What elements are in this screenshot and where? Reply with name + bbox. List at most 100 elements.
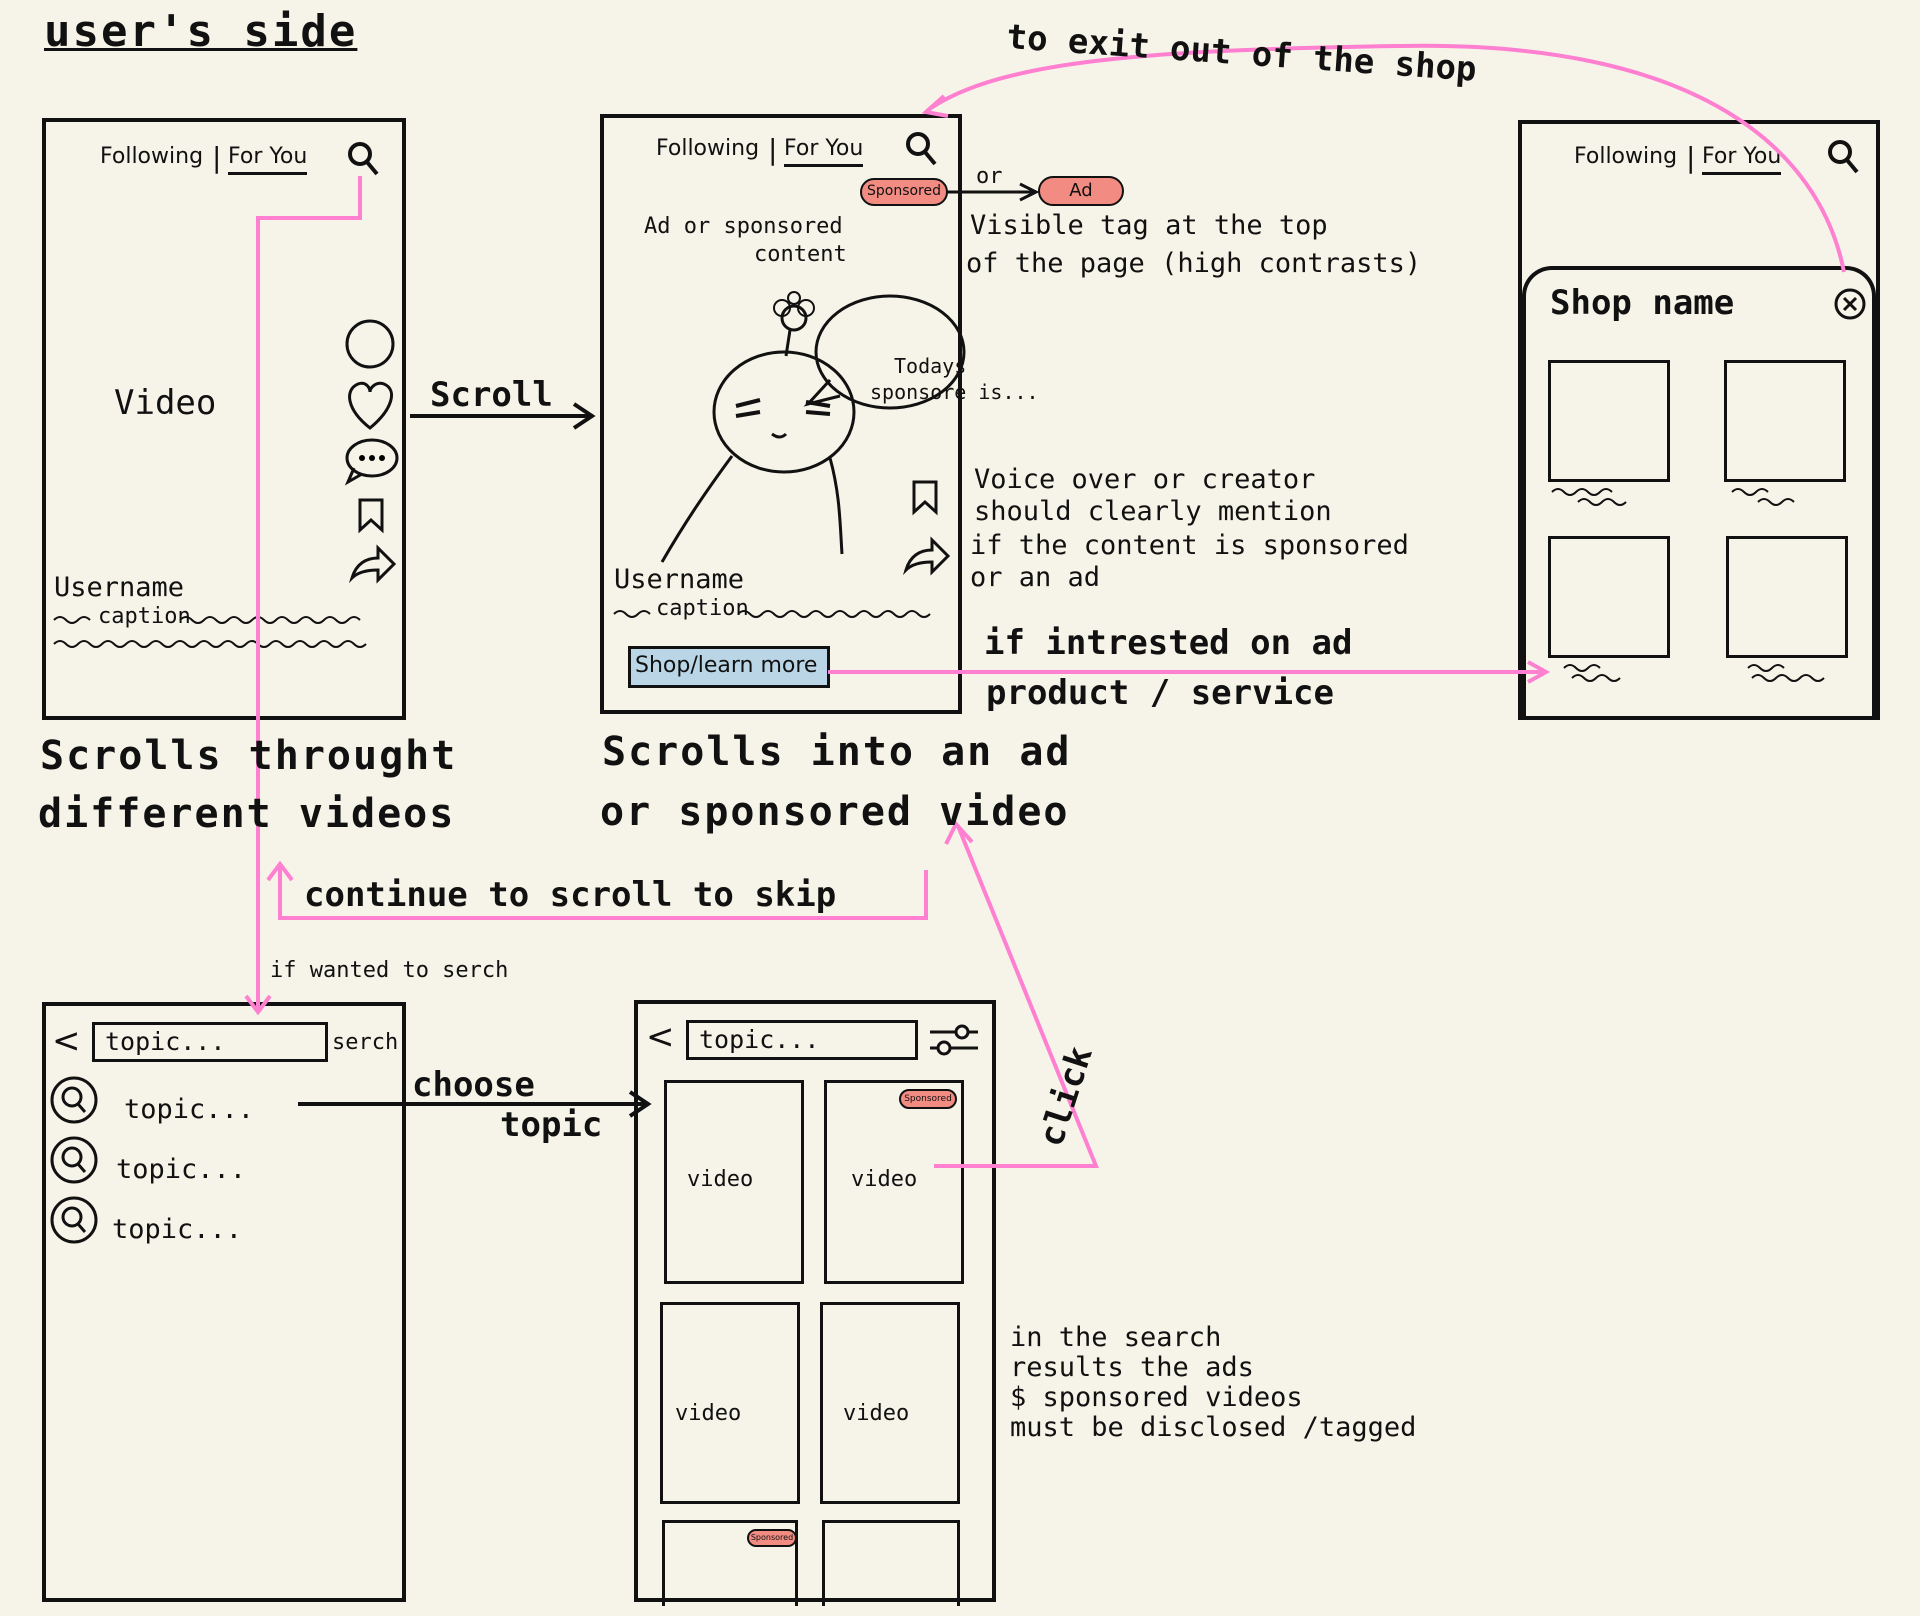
wanted-search-label: if wanted to serch (270, 958, 509, 983)
back-icon[interactable]: < (52, 1021, 81, 1061)
shop-name: Shop name (1550, 283, 1735, 323)
tab-following[interactable]: Following (656, 136, 760, 161)
suggestion-icons (50, 1076, 98, 1244)
search-icon (50, 1076, 98, 1124)
feed-username[interactable]: Username (54, 572, 185, 603)
back-icon[interactable]: < (646, 1017, 675, 1057)
video-tile-label: video (675, 1401, 742, 1426)
scrolls-into-label: Scrolls into an ad (602, 729, 1072, 775)
click-arrow (934, 825, 1099, 1168)
tab-for-you[interactable]: For You (228, 146, 308, 175)
results-note-4: must be disclosed /tagged (1010, 1412, 1417, 1443)
scrolls-through-label-2: different videos (38, 791, 456, 837)
scrolls-through-label: Scrolls throught (40, 733, 458, 779)
tab-divider: | (212, 141, 222, 174)
search-icon[interactable] (346, 140, 382, 180)
video-tile[interactable]: video (664, 1080, 804, 1284)
search-icon[interactable] (904, 130, 940, 170)
share-icon[interactable] (348, 544, 397, 584)
character-drawing (660, 291, 966, 563)
exit-shop-arrow (926, 43, 1846, 273)
filter-icon[interactable] (928, 1020, 982, 1060)
skip-loop-arrow (278, 866, 928, 920)
sponsored-tag: Sponsored (747, 1529, 797, 1547)
or-connector (946, 182, 1040, 202)
bookmark-icon[interactable] (358, 498, 384, 534)
video-tile[interactable]: video (660, 1302, 800, 1504)
scrolls-into-label-2: or sponsored video (600, 789, 1070, 835)
choose-topic-arrow (298, 1090, 652, 1118)
heart-icon[interactable] (348, 381, 393, 430)
results-note: in the search (1010, 1322, 1222, 1353)
video-tile[interactable]: video (820, 1302, 960, 1504)
voice-over-note-3: if the content is sponsored (970, 530, 1409, 561)
search-icon (50, 1136, 98, 1184)
ad-tag: Ad (1038, 176, 1124, 206)
voice-over-note: Voice over or creator (974, 464, 1316, 495)
sponsored-tag: Sponsored (899, 1089, 957, 1109)
interested-label: if intrested on ad (984, 623, 1353, 663)
interested-label-2: product / service (986, 673, 1334, 713)
speech-text-2: sponsore is... (870, 380, 1039, 404)
speech-text: Todays (894, 354, 967, 378)
product-tile[interactable] (1724, 360, 1846, 482)
action-rail (344, 319, 399, 584)
video-tile-label: video (687, 1167, 754, 1192)
page-title: user's side (44, 6, 358, 57)
video-tile[interactable] (822, 1520, 960, 1606)
tab-divider: | (768, 133, 778, 166)
video-tile-label: video (851, 1167, 918, 1192)
bookmark-icon[interactable] (912, 480, 938, 516)
comment-icon[interactable] (344, 438, 399, 486)
tab-for-you[interactable]: For You (1702, 146, 1782, 175)
tab-for-you[interactable]: For You (784, 138, 864, 167)
circle-avatar-icon[interactable] (345, 319, 395, 369)
suggestion-item[interactable]: topic... (112, 1214, 243, 1245)
sponsored-tag: Sponsored (860, 178, 948, 206)
choose-label-2: topic (500, 1105, 603, 1145)
shop-learn-more-button[interactable]: Shop/learn more (628, 646, 830, 688)
scroll-label: Scroll (430, 375, 553, 415)
ad-content-label-2: content (754, 242, 847, 267)
voice-over-note-2: should clearly mention (974, 496, 1332, 527)
search-button[interactable]: serch (332, 1030, 399, 1055)
video-tile[interactable]: Sponsored (662, 1520, 798, 1606)
results-screen: < topic... video Sponsored video video v… (634, 1000, 996, 1606)
search-icon[interactable] (1826, 138, 1862, 178)
continue-scroll-label: continue to scroll to skip (304, 875, 837, 915)
close-icon[interactable] (1832, 286, 1868, 322)
tab-divider: | (1686, 141, 1696, 174)
search-icon (50, 1196, 98, 1244)
video-label: Video (114, 383, 217, 423)
ad-caption-squiggles (613, 610, 931, 618)
voice-over-note-4: or an ad (970, 562, 1101, 593)
suggestion-item[interactable]: topic... (116, 1154, 247, 1185)
visible-tag-note: Visible tag at the top (970, 210, 1328, 241)
video-tile-label: video (843, 1401, 910, 1426)
share-icon[interactable] (902, 536, 951, 576)
shop-sheet (1522, 266, 1876, 720)
search-input[interactable]: topic... (686, 1020, 918, 1060)
video-tile[interactable]: Sponsored video (824, 1080, 964, 1284)
product-tile[interactable] (1726, 536, 1848, 658)
tab-following[interactable]: Following (100, 144, 204, 169)
caption-squiggles (53, 616, 367, 648)
results-note-2: results the ads (1010, 1352, 1254, 1383)
or-label: or (976, 164, 1003, 189)
product-caption-squiggles (1551, 488, 1825, 682)
shop-screen: Following | For You Shop name (1518, 120, 1880, 720)
results-note-3: $ sponsored videos (1010, 1382, 1303, 1413)
ad-username[interactable]: Username (614, 564, 745, 595)
search-flow-arrow (256, 176, 362, 1010)
search-input[interactable]: topic... (92, 1022, 328, 1062)
feed-caption: caption (98, 604, 191, 629)
suggestion-item[interactable]: topic... (124, 1094, 255, 1125)
product-tile[interactable] (1548, 536, 1670, 658)
product-tile[interactable] (1548, 360, 1670, 482)
ad-action-rail (902, 480, 951, 576)
ad-caption: caption (656, 596, 749, 621)
visible-tag-note-2: of the page (high contrasts) (966, 248, 1422, 279)
choose-label: choose (412, 1065, 535, 1105)
tab-following[interactable]: Following (1574, 144, 1678, 169)
